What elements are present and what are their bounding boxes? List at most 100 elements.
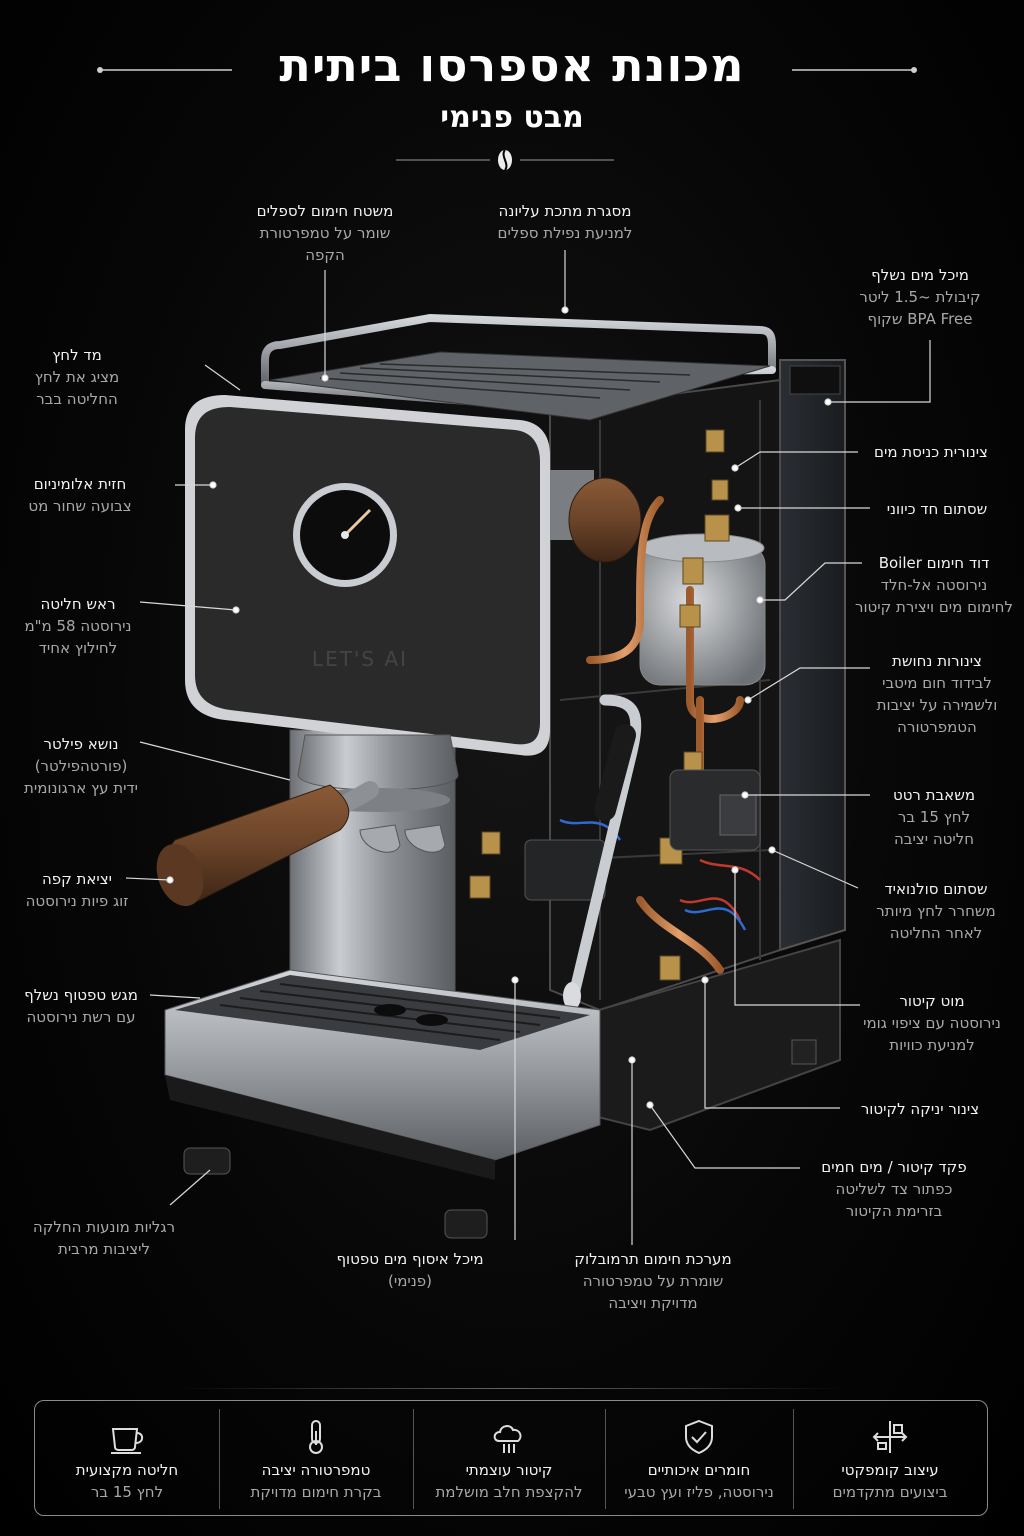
- feature-subtitle: בקרת חימום מדויקת: [250, 1483, 382, 1501]
- callout-title: מיכל מים נשלף: [871, 266, 969, 284]
- callout-line: ידית עץ ארגונומית: [23, 779, 139, 797]
- callout-title: משטח חימום לספלים: [256, 202, 394, 220]
- callout-line: הטמפרטורה: [897, 718, 977, 736]
- feature-title: חליטה מקצועית: [75, 1461, 179, 1479]
- brand-logo: LET'S AI: [312, 647, 408, 671]
- callout-title: ראש חליטה: [40, 595, 116, 613]
- callout-title: מסגרת מתכת עליונה: [498, 202, 632, 220]
- boiler: [639, 533, 766, 686]
- callout-title: נושא פילטר: [43, 735, 119, 753]
- callout-line: ולשמירה על יציבות: [876, 696, 998, 714]
- callout-line: החליטה בבר: [36, 390, 118, 408]
- feature-subtitle: לחץ 15 בר: [90, 1483, 164, 1501]
- callout-line: צבועה שחור מט: [28, 497, 132, 515]
- callout-line: מציג את לחץ: [34, 368, 120, 386]
- feature-compact-design: עיצוב קומפקטי ביצועים מתקדמים: [793, 1401, 987, 1517]
- feature-title: קיטור עוצמתי: [465, 1461, 553, 1479]
- callout-line: נירוסטה עם ציפוי גומי: [863, 1014, 1001, 1032]
- callout-title: שסתום סולנואיד: [884, 880, 988, 898]
- callout-line: לחץ 15 בר: [897, 808, 971, 826]
- callout-title: מוט קיטור: [899, 992, 965, 1010]
- vibration-pump: [669, 769, 761, 851]
- steam-knob: [548, 470, 642, 563]
- feature-powerful-steam: קיטור עוצמתי להקצפת חלב מושלמת: [413, 1401, 605, 1517]
- thermometer-icon: [309, 1420, 323, 1454]
- page-title: מכונת אספרסו ביתית: [279, 38, 745, 92]
- callout-line: מדויקת ויציבה: [608, 1294, 698, 1312]
- callout-pressure-gauge: מד לחץ מציג את לחץ החליטה בבר: [14, 344, 140, 410]
- callout-drip-tray: מגש טפטוף נשלף עם רשת נירוסטה: [6, 984, 156, 1028]
- callout-title: צינורית כניסת מים: [874, 443, 988, 461]
- drip-tray: [164, 969, 601, 1180]
- callout-copper-pipes: צינורות נחושת לבידוד חום מיטבי ולשמירה ע…: [862, 650, 1012, 738]
- callout-boiler: דוד חימום Boiler נירוסטה אל-חלד לחימום מ…: [846, 552, 1022, 618]
- callout-line: למניעת נפילת ספלים: [497, 224, 633, 242]
- callout-steam-wand: מוט קיטור נירוסטה עם ציפוי גומי למניעת כ…: [846, 990, 1018, 1056]
- callout-line: עם רשת נירוסטה: [26, 1008, 136, 1026]
- callout-line: לאחר החליטה: [889, 924, 983, 942]
- callout-line: (פנימי): [388, 1272, 432, 1290]
- callout-line: (פורטהפילטר): [34, 757, 128, 775]
- feature-separator: [605, 1409, 606, 1509]
- feature-separator: [219, 1409, 220, 1509]
- callout-line: נירוסטה 58 מ"מ: [24, 617, 132, 635]
- pressure-gauge: [293, 483, 397, 587]
- cup-icon: [111, 1428, 144, 1454]
- compact-design-icon: [872, 1421, 908, 1453]
- callout-line: קיבולת ~1.5 ליטר: [859, 288, 981, 306]
- callout-line: נירוסטה אל-חלד: [880, 576, 988, 594]
- feature-title: עיצוב קומפקטי: [841, 1461, 939, 1479]
- callout-title: יציאת קפה: [41, 870, 113, 888]
- callout-title: פקד קיטור / מים חמים: [821, 1158, 967, 1176]
- feature-professional-brewing: חליטה מקצועית לחץ 15 בר: [35, 1401, 219, 1517]
- callout-top-rail: מסגרת מתכת עליונה למניעת נפילת ספלים: [470, 200, 660, 244]
- callout-line: שומרת על טמפרטורה: [582, 1272, 724, 1290]
- feature-subtitle: נירוסטה, פליז ועץ טבעי: [624, 1483, 774, 1501]
- page-subtitle: מבט פנימי: [440, 100, 584, 135]
- callout-line: משחרר לחץ מיותר: [876, 902, 996, 920]
- feet: [183, 1147, 488, 1239]
- callout-thermoblock: מערכת חימום תרמובלוק שומרת על טמפרטורה מ…: [548, 1248, 758, 1314]
- callout-title: מגש טפטוף נשלף: [24, 986, 138, 1004]
- callout-intake-tube: צינור יניקה לקיטור: [842, 1098, 998, 1120]
- coffee-spouts: [359, 824, 446, 853]
- feature-subtitle: להקצפת חלב מושלמת: [435, 1483, 583, 1501]
- features-bar: חליטה מקצועית לחץ 15 בר טמפרטורה יציבה ב…: [34, 1400, 988, 1516]
- feature-title: טמפרטורה יציבה: [261, 1461, 371, 1479]
- callout-title: מערכת חימום תרמובלוק: [574, 1250, 732, 1268]
- callout-line: לחימום מים ויצירת קיטור: [854, 598, 1013, 616]
- callout-line: לחילוץ אחיד: [38, 639, 118, 657]
- callout-steam-knob: פקד קיטור / מים חמים כפתור צד לשליטה בזר…: [800, 1156, 988, 1222]
- callout-check-valve: שסתום חד כיווני: [872, 498, 1002, 520]
- callout-line: BPA Free שקוף: [867, 310, 973, 328]
- feature-separator: [793, 1409, 794, 1509]
- callout-line: זוג פיות נירוסטה: [25, 892, 129, 910]
- shield-check-icon: [685, 1419, 713, 1455]
- callout-drip-container: מיכל איסוף מים טפטוף (פנימי): [310, 1248, 510, 1292]
- callout-line: למניעת כוויות: [889, 1036, 975, 1054]
- callout-title: מד לחץ: [52, 346, 102, 364]
- callout-title: דוד חימום Boiler: [878, 554, 990, 572]
- callout-feet: רגליות מונעות החלקה ליציבות מרבית: [14, 1216, 194, 1260]
- portafilter: [156, 781, 379, 906]
- callout-line: ליציבות מרבית: [57, 1240, 151, 1258]
- callout-title: מיכל איסוף מים טפטוף: [336, 1250, 484, 1268]
- foot-right: [791, 1039, 817, 1065]
- callout-water-tank: מיכל מים נשלף קיבולת ~1.5 ליטר BPA Free …: [840, 264, 1000, 330]
- callout-group-head: ראש חליטה נירוסטה 58 מ"מ לחילוץ אחיד: [8, 593, 148, 659]
- callout-title: צינורות נחושת: [892, 652, 982, 670]
- callout-title: רגליות מונעות החלקה: [32, 1218, 176, 1236]
- callout-line: חליטה יציבה: [893, 830, 975, 848]
- callout-line: שומר על טמפרטורת: [259, 224, 391, 242]
- feature-stable-temperature: טמפרטורה יציבה בקרת חימום מדויקת: [219, 1401, 413, 1517]
- callout-title: צינור יניקה לקיטור: [860, 1100, 980, 1118]
- callout-cup-warmer: משטח חימום לספלים שומר על טמפרטורת הקפה: [230, 200, 420, 266]
- steam-cloud-icon: [493, 1425, 522, 1453]
- callout-front-panel: חזית אלומיניום צבועה שחור מט: [10, 473, 150, 517]
- callout-pump: משאבת רטט לחץ 15 בר חליטה יציבה: [870, 784, 998, 850]
- callout-title: חזית אלומיניום: [33, 475, 127, 493]
- callout-line: כפתור צד לשליטה: [835, 1180, 953, 1198]
